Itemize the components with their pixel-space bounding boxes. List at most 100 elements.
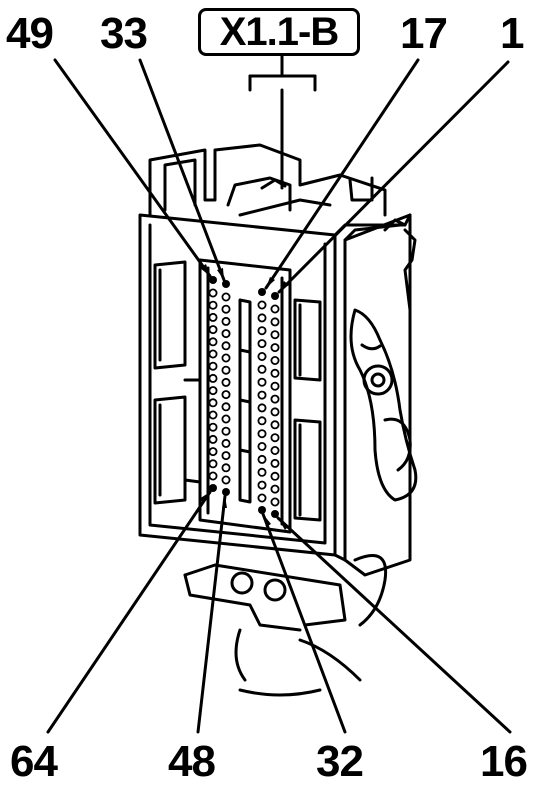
- pin-hole: [208, 325, 218, 335]
- pin-hole: [208, 361, 218, 371]
- pin-hole: [270, 497, 280, 507]
- right-latches: [293, 298, 322, 522]
- pin-hole: [221, 426, 231, 436]
- pin-hole: [270, 330, 280, 340]
- title-leader: [248, 54, 317, 190]
- pin-hole: [221, 353, 231, 363]
- pin-hole: [208, 386, 218, 396]
- pin-hole: [270, 445, 280, 455]
- pin-hole: [221, 414, 231, 424]
- pin-label-top-2: 33: [100, 9, 148, 58]
- pin-hole: [221, 377, 231, 387]
- pin-hole: [208, 300, 218, 310]
- pin-hole: [257, 313, 267, 323]
- pin-label-bottom-1: 64: [10, 737, 58, 786]
- connector-title: X1.1-B: [198, 8, 360, 56]
- pin-hole: [257, 493, 267, 503]
- pin-hole: [221, 390, 231, 400]
- pin-hole: [270, 304, 280, 314]
- pin-hole: [257, 339, 267, 349]
- pin-hole: [270, 420, 280, 430]
- pin-hole: [221, 451, 231, 461]
- pin-hole: [270, 317, 280, 327]
- pin-hole: [221, 316, 231, 326]
- pin-hole: [208, 471, 218, 481]
- leader-48: [196, 494, 227, 734]
- pin-hole: [257, 467, 267, 477]
- pin-hole: [208, 434, 218, 444]
- leader-1: [277, 60, 510, 294]
- pin-hole: [270, 458, 280, 468]
- leader-16: [276, 516, 512, 734]
- pin-hole: [257, 429, 267, 439]
- pin-hole: [208, 337, 218, 347]
- pin-hole: [208, 459, 218, 469]
- pin-label-top-1: 49: [6, 9, 54, 58]
- connector-housing-top: [148, 143, 387, 217]
- pin-hole: [270, 381, 280, 391]
- left-latches: [153, 260, 202, 505]
- pin-leaders: [46, 58, 512, 734]
- pin-marker-32: [258, 506, 266, 514]
- pin-hole: [257, 390, 267, 400]
- pin-hole: [221, 365, 231, 375]
- pin-hole: [270, 368, 280, 378]
- locking-lever: [349, 228, 418, 502]
- pin-hole: [208, 288, 218, 298]
- pin-column-left: [208, 288, 231, 485]
- cable-base: [183, 554, 388, 697]
- pin-hole: [270, 394, 280, 404]
- pin-marker-16: [271, 510, 279, 518]
- pin-hole: [257, 480, 267, 490]
- pin-hole: [208, 373, 218, 383]
- pin-column-right: [257, 300, 280, 507]
- pin-hole: [270, 343, 280, 353]
- leader-64: [46, 490, 212, 734]
- pin-hole: [208, 447, 218, 457]
- pin-hole: [257, 364, 267, 374]
- leader-arrowheads: [199, 264, 289, 530]
- pin-hole: [257, 416, 267, 426]
- pin-hole: [270, 355, 280, 365]
- pin-markers: [209, 276, 279, 518]
- pin-marker-49: [209, 276, 217, 284]
- pin-marker-48: [222, 488, 230, 496]
- pin-hole: [221, 341, 231, 351]
- pin-label-top-3: 17: [400, 9, 448, 58]
- pin-hole: [208, 410, 218, 420]
- pin-hole: [221, 475, 231, 485]
- pin-hole: [270, 433, 280, 443]
- pin-hole: [257, 454, 267, 464]
- pin-insert: [198, 258, 292, 534]
- pin-hole: [221, 304, 231, 314]
- leader-33: [138, 58, 226, 282]
- pin-hole: [208, 422, 218, 432]
- pin-hole: [221, 329, 231, 339]
- pin-hole: [257, 441, 267, 451]
- pin-hole: [257, 351, 267, 361]
- pin-hole: [208, 398, 218, 408]
- leader-49: [53, 58, 212, 278]
- pin-label-bottom-4: 16: [480, 737, 528, 786]
- connector-body: [138, 213, 412, 577]
- pin-label-bottom-3: 32: [316, 737, 364, 786]
- pin-hole: [270, 471, 280, 481]
- pin-hole: [208, 349, 218, 359]
- pin-hole: [221, 292, 231, 302]
- pin-label-top-4: 1: [500, 9, 525, 58]
- pin-hole: [208, 312, 218, 322]
- leader-32: [261, 512, 347, 734]
- pin-hole: [221, 463, 231, 473]
- pin-marker-1: [271, 292, 279, 300]
- pin-hole: [270, 407, 280, 417]
- pin-hole: [257, 403, 267, 413]
- pin-hole: [221, 402, 231, 412]
- pin-marker-33: [222, 280, 230, 288]
- pin-hole: [270, 484, 280, 494]
- pin-hole: [257, 326, 267, 336]
- pin-hole: [221, 438, 231, 448]
- pin-hole: [257, 377, 267, 387]
- pin-hole: [257, 300, 267, 310]
